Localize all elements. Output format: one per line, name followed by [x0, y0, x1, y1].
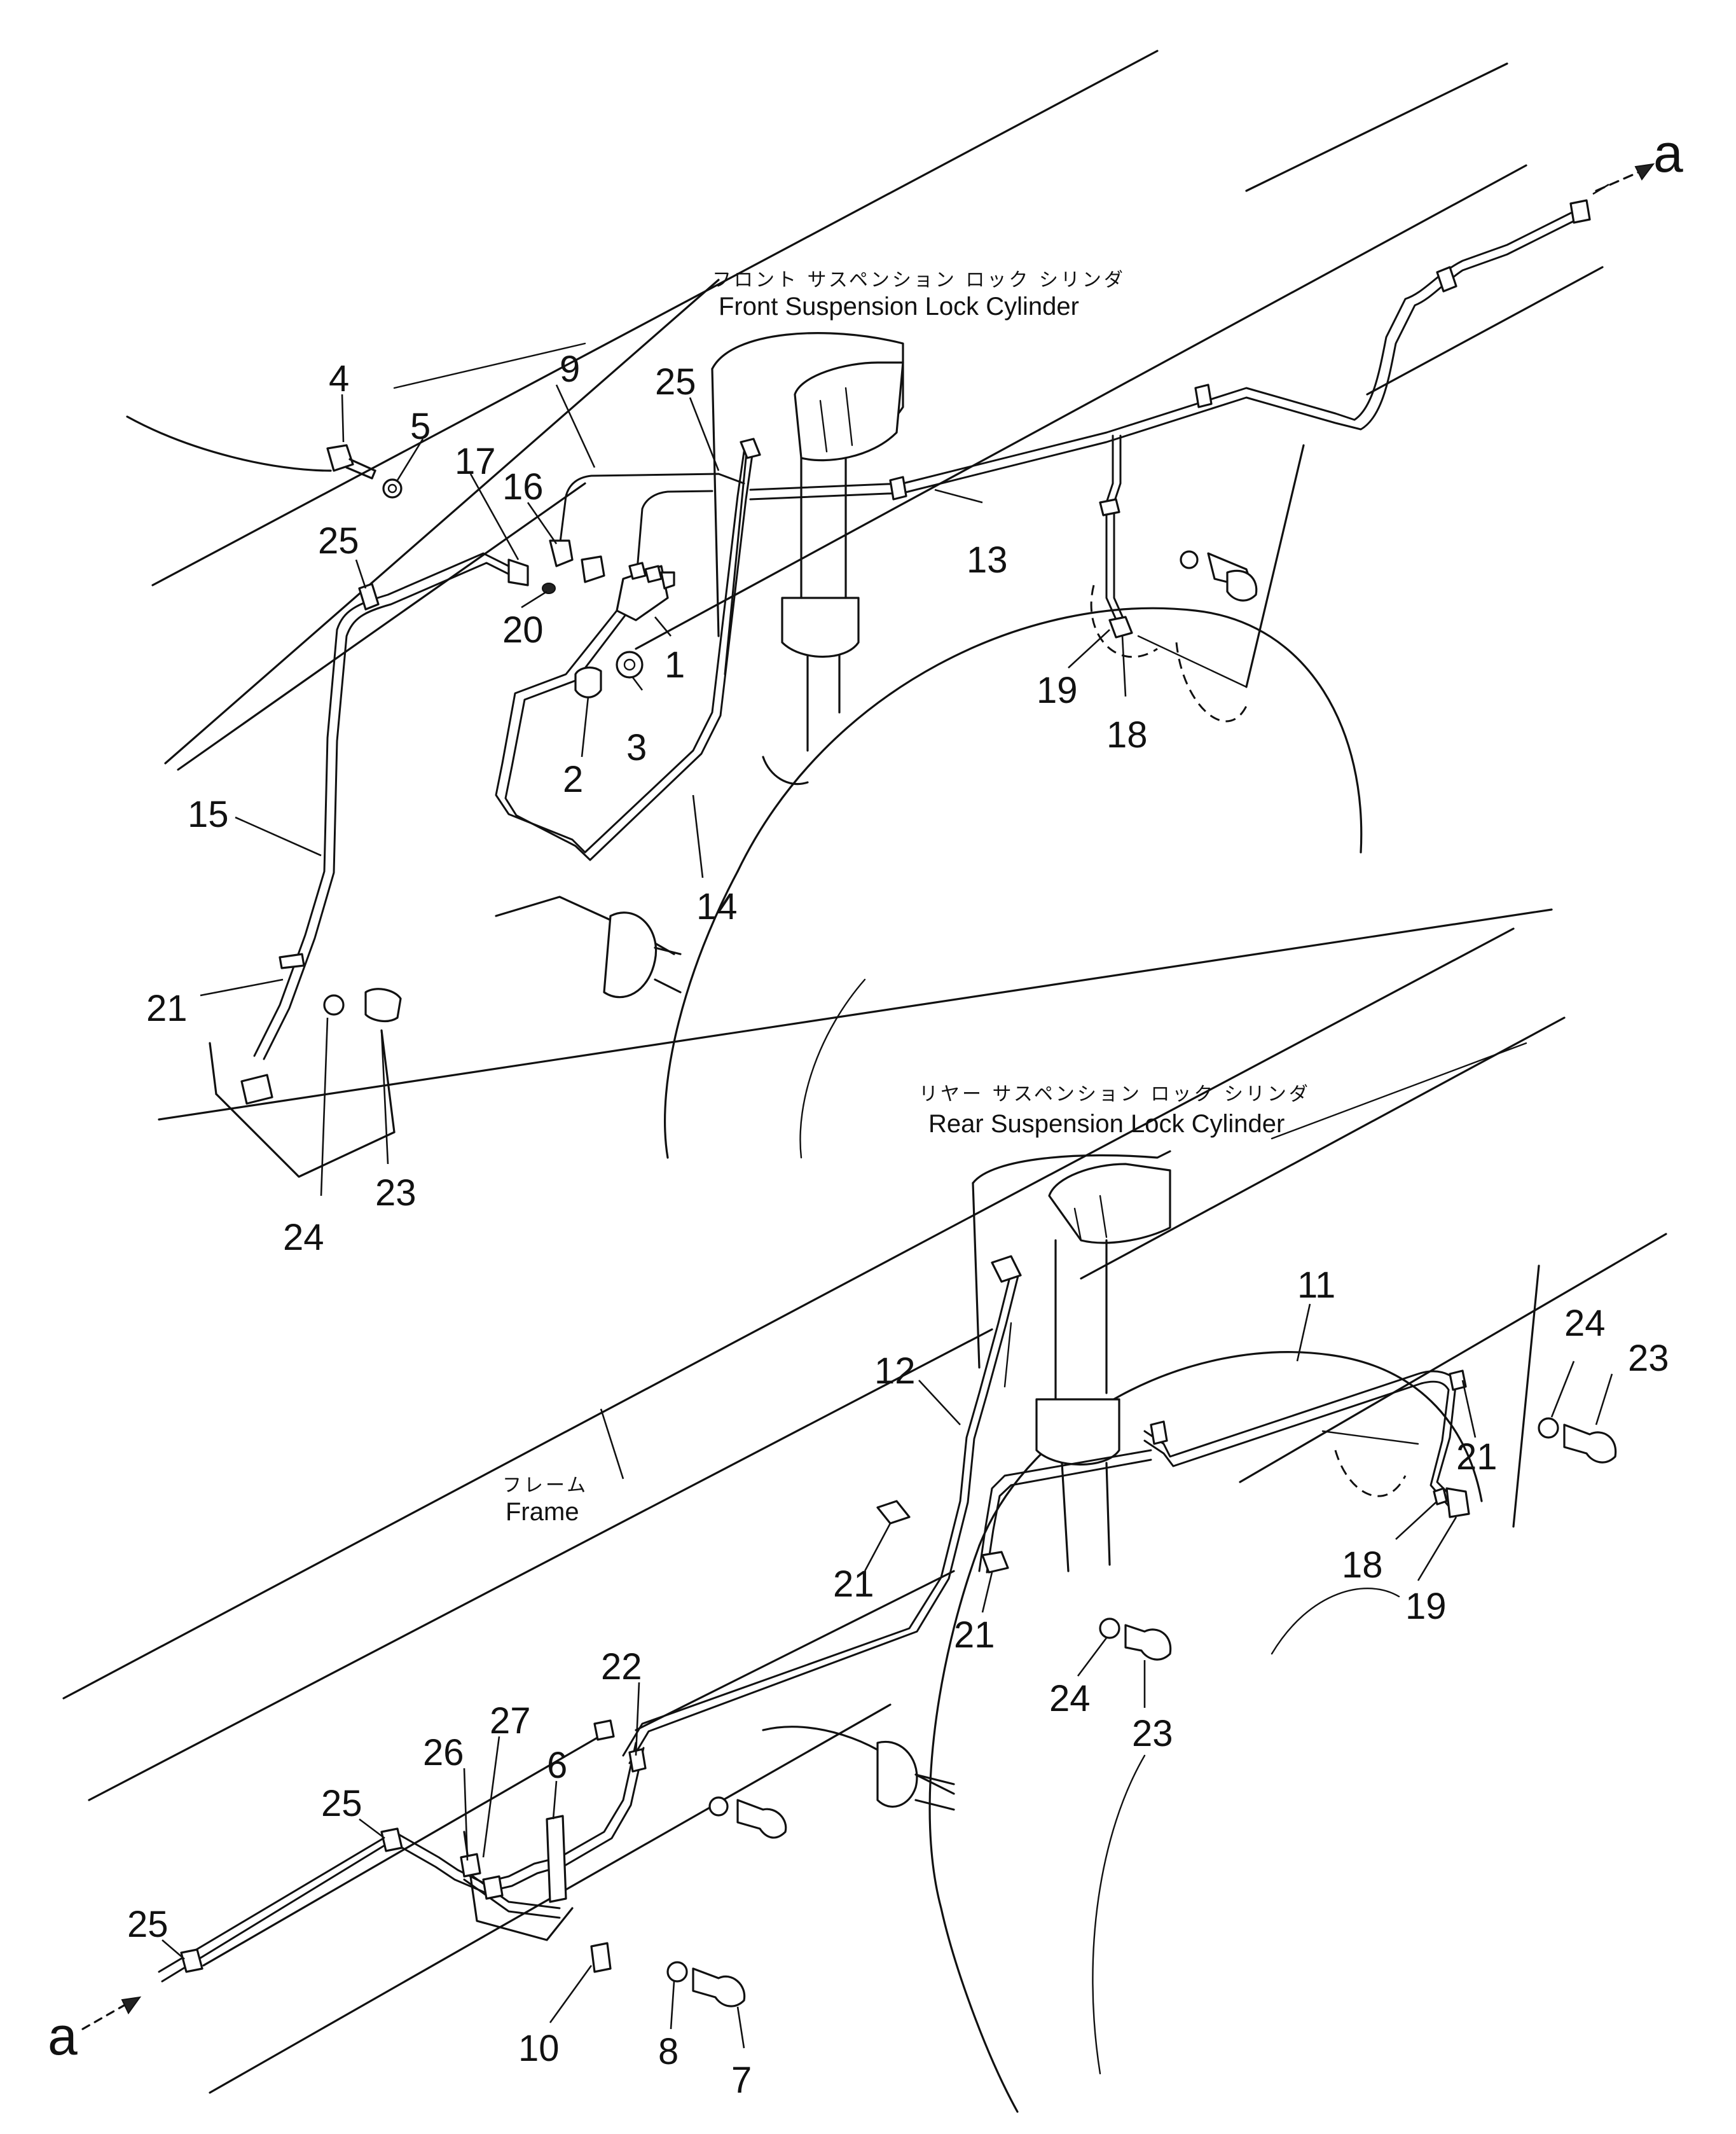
label-front-16: 16: [502, 466, 544, 508]
label-rear-23a: 23: [1628, 1338, 1669, 1379]
caption-rear-en: Rear Suspension Lock Cylinder: [928, 1110, 1285, 1138]
label-front-24: 24: [283, 1217, 324, 1258]
bolt-23-rear-b: [1124, 1624, 1172, 1661]
clamp-21-front: [279, 953, 305, 969]
label-front-20: 20: [502, 609, 544, 651]
washer-24-front: [323, 994, 345, 1016]
fitting-17: [507, 558, 529, 586]
label-rear-8: 8: [658, 2031, 679, 2072]
label-front-4: 4: [329, 358, 349, 399]
label-front-2: 2: [563, 759, 583, 800]
label-front-19: 19: [1037, 670, 1078, 711]
caption-frame-en: Frame: [506, 1498, 579, 1526]
front-lock-cylinder: [711, 332, 904, 786]
label-rear-27: 27: [490, 1700, 531, 1742]
caption-front-en: Front Suspension Lock Cylinder: [719, 293, 1079, 321]
fitting-19-rear: [1445, 1487, 1470, 1518]
label-front-21: 21: [146, 988, 188, 1029]
label-rear-6: 6: [547, 1745, 567, 1786]
rear-fittings: [180, 1255, 1617, 2007]
label-front-13: 13: [967, 539, 1008, 581]
clamp-25-front: [358, 583, 380, 611]
bolt-23-front: [364, 988, 402, 1023]
label-rear-24b: 24: [1049, 1678, 1091, 1719]
front-leaders: [200, 183, 1609, 1196]
label-front-14: 14: [696, 886, 738, 927]
label-front-23: 23: [375, 1172, 417, 1214]
clamp-22: [593, 1719, 615, 1741]
clamp-21-rear-c: [1449, 1369, 1467, 1391]
washer-3: [616, 651, 644, 679]
ref-label-top-a: a: [1653, 123, 1683, 183]
washer-24-rear-b: [1099, 1618, 1120, 1639]
rear-labels: 11 24 23 12 21 21 21 18 19 24 23 22 27 2…: [127, 1264, 1669, 2101]
label-rear-19: 19: [1405, 1586, 1447, 1627]
ref-label-bottom-a: a: [48, 2006, 78, 2066]
rear-lock-cylinder: [972, 1150, 1171, 1572]
label-front-3: 3: [626, 727, 647, 768]
fitting-19-front: [1108, 616, 1133, 639]
caption-rear-jp: リヤー サスペンション ロック シリンダ: [919, 1083, 1311, 1105]
caption-frame-jp: フレーム: [502, 1474, 588, 1497]
label-front-25a: 25: [655, 361, 696, 403]
oring-20: [542, 583, 556, 594]
label-front-17: 17: [455, 441, 496, 482]
label-rear-25b: 25: [127, 1904, 169, 1945]
fitting-10: [590, 1942, 612, 1973]
label-rear-23b: 23: [1132, 1713, 1173, 1754]
rear-tire: [928, 1264, 1540, 2113]
label-front-5: 5: [410, 406, 431, 447]
label-rear-21c: 21: [1456, 1436, 1498, 1478]
label-rear-21a: 21: [833, 1563, 874, 1605]
bolt-23-rear-a: [1563, 1424, 1617, 1464]
washer-8: [666, 1961, 688, 1983]
front-labels: 4 5 9 25 17 16 25 20 1 3 2 13 19 18 15 1…: [146, 349, 1148, 1258]
label-front-1: 1: [665, 644, 685, 686]
rear-axle: [463, 1726, 955, 1941]
label-rear-26: 26: [423, 1732, 464, 1773]
label-rear-11: 11: [1297, 1264, 1335, 1306]
ref-arrow-bottom: a: [48, 1996, 142, 2066]
bolt-7: [692, 1967, 746, 2007]
rear-assembly: 11 24 23 12 21 21 21 18 19 24 23 22 27 2…: [62, 927, 1669, 2113]
label-rear-25a: 25: [321, 1783, 362, 1824]
plug-2: [574, 666, 602, 698]
label-front-15: 15: [188, 794, 229, 835]
bracket-6: [546, 1815, 567, 1903]
label-rear-22: 22: [601, 1646, 642, 1687]
front-tire: [664, 444, 1363, 1159]
valve-block-1: [616, 562, 675, 621]
clamp-21-rear-b: [981, 1551, 1009, 1574]
clamp-25-rear-b: [180, 1948, 203, 1973]
label-rear-10: 10: [518, 2028, 560, 2069]
label-front-25b: 25: [318, 520, 359, 562]
label-rear-12: 12: [874, 1350, 916, 1392]
label-rear-18: 18: [1342, 1544, 1383, 1586]
washer-5: [382, 478, 403, 499]
label-front-18: 18: [1106, 714, 1148, 756]
front-assembly: 4 5 9 25 17 16 25 20 1 3 2 13 19 18 15 1…: [126, 50, 1609, 1258]
bolt-4: [326, 444, 376, 480]
ref-arrow-top: a: [1595, 123, 1683, 192]
label-rear-7: 7: [731, 2060, 752, 2101]
clamp-25-rear-a: [380, 1827, 403, 1852]
elbow-16: [549, 539, 574, 567]
front-fittings: [240, 199, 1591, 1105]
washer-24-rear-a: [1538, 1417, 1559, 1439]
rear-pipes: [158, 1271, 1457, 1983]
caption-front-jp: フロント サスペンション ロック シリンダ: [712, 269, 1126, 291]
label-rear-21b: 21: [954, 1614, 995, 1656]
front-axle: [209, 896, 682, 1178]
label-front-9: 9: [560, 349, 580, 390]
rear-leaders: [162, 1303, 1613, 2049]
front-pipes: [253, 209, 1578, 1060]
clamp-21-rear-a: [876, 1500, 911, 1525]
front-frame-outline: [126, 50, 1604, 1121]
label-rear-24a: 24: [1564, 1303, 1606, 1344]
